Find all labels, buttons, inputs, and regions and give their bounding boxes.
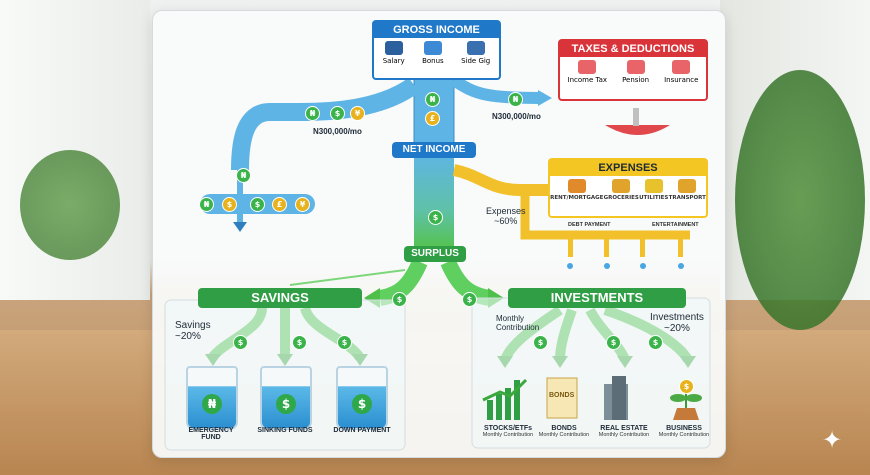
car-icon xyxy=(678,179,697,193)
briefcase-icon xyxy=(384,41,403,55)
dollar-coin: $ xyxy=(428,210,443,225)
transport-item: TRANSPORT xyxy=(669,179,706,201)
dollar-coin: $ xyxy=(462,292,477,307)
stocks-sub: Monthly Contribution xyxy=(482,432,534,438)
utilities-item: UTILITIES xyxy=(639,179,668,201)
emergency-fund-jar: ₦ xyxy=(186,366,238,430)
bonus-item: Bonus xyxy=(422,41,444,65)
naira-coin: ₦ xyxy=(508,92,523,107)
dollar-coin: $ xyxy=(533,335,548,350)
dollar-coin: $ xyxy=(276,394,296,414)
bag-icon xyxy=(466,41,485,55)
house-icon xyxy=(567,179,586,193)
business-sub: Monthly Contribution xyxy=(658,432,710,438)
expenses-note: Expenses ~60% xyxy=(486,206,526,226)
pension-hand-icon xyxy=(626,60,645,74)
savings-title: SAVINGS xyxy=(198,288,362,308)
real-estate-sub: Monthly Contribution xyxy=(598,432,650,438)
dollar-coin: $ xyxy=(679,379,694,394)
naira-coin: ₦ xyxy=(425,92,440,107)
plant-left xyxy=(20,150,120,260)
emergency-fund-label: EMERGENCY FUND xyxy=(188,427,234,441)
down-payment-label: DOWN PAYMENT xyxy=(333,427,391,434)
gross-income-title: GROSS INCOME xyxy=(374,22,499,38)
bonds-sub: Monthly Contribution xyxy=(538,432,590,438)
dollar-coin: $ xyxy=(337,335,352,350)
income-tax-item: Income Tax xyxy=(568,60,607,84)
dollar-coin: $ xyxy=(606,335,621,350)
dollar-coin: $ xyxy=(330,106,345,121)
naira-coin: ₦ xyxy=(305,106,320,121)
pound-coin: £ xyxy=(272,197,287,212)
dollar-coin: $ xyxy=(250,197,265,212)
taxes-deductions-box: TAXES & DEDUCTIONS Income Tax Pension In… xyxy=(558,39,708,101)
dollar-coin: $ xyxy=(352,394,372,414)
left-flow-amount: N300,000/mo xyxy=(313,127,362,136)
sinking-funds-jar: $ xyxy=(260,366,312,430)
naira-coin: ₦ xyxy=(202,394,222,414)
sparkle-icon: ✦ xyxy=(822,426,843,454)
expenses-title: EXPENSES xyxy=(550,160,706,176)
dollar-coin: $ xyxy=(233,335,248,350)
down-payment-jar: $ xyxy=(336,366,388,430)
monthly-contribution-note: Monthly Contribution xyxy=(496,314,540,332)
salary-item: Salary xyxy=(383,41,405,65)
dollar-coin: $ xyxy=(222,197,237,212)
surplus-label: SURPLUS xyxy=(404,246,466,262)
dollar-coin: $ xyxy=(292,335,307,350)
gift-icon xyxy=(423,41,442,55)
rent-item: RENT/MORTGAGE xyxy=(550,179,603,201)
debt-payment-label: DEBT PAYMENT xyxy=(568,222,611,228)
yen-coin: ¥ xyxy=(295,197,310,212)
right-flow-amount: N300,000/mo xyxy=(492,112,541,121)
tax-document-icon xyxy=(578,60,597,74)
shield-icon xyxy=(672,60,691,74)
sinking-funds-label: SINKING FUNDS xyxy=(257,427,313,434)
savings-note: Savings ~20% xyxy=(175,320,211,342)
yen-coin: ¥ xyxy=(350,106,365,121)
side-gig-item: Side Gig xyxy=(461,41,490,65)
expenses-box: EXPENSES RENT/MORTGAGE GROCERIES UTILITI… xyxy=(548,158,708,218)
investments-note: Investments ~20% xyxy=(650,312,704,334)
plant-right xyxy=(735,70,865,330)
groceries-item: GROCERIES xyxy=(604,179,639,201)
bolt-icon xyxy=(644,179,663,193)
net-income-label: NET INCOME xyxy=(392,142,476,158)
insurance-item: Insurance xyxy=(664,60,698,84)
taxes-title: TAXES & DEDUCTIONS xyxy=(560,41,706,57)
naira-coin: ₦ xyxy=(236,168,251,183)
bonds-sign: BONDS xyxy=(549,392,575,399)
pension-item: Pension xyxy=(622,60,649,84)
dollar-coin: $ xyxy=(392,292,407,307)
basket-icon xyxy=(612,179,631,193)
dollar-coin: $ xyxy=(648,335,663,350)
gross-income-box: GROSS INCOME Salary Bonus Side Gig xyxy=(372,20,501,80)
pound-coin: £ xyxy=(425,111,440,126)
investments-title: INVESTMENTS xyxy=(508,288,686,308)
entertainment-label: ENTERTAINMENT xyxy=(652,222,699,228)
naira-coin: ₦ xyxy=(199,197,214,212)
